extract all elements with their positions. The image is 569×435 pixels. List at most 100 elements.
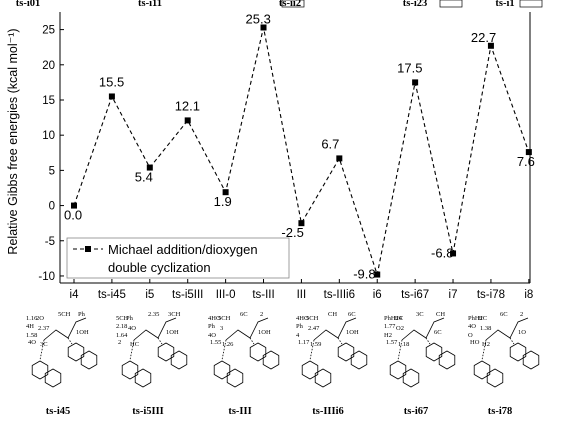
ring-icon xyxy=(509,342,527,362)
data-label: -9.8 xyxy=(353,267,375,282)
atom-label: 6C xyxy=(434,329,442,336)
ring-icon xyxy=(121,360,139,380)
data-label: 22.7 xyxy=(471,30,496,45)
y-tick-label: 20 xyxy=(42,60,55,72)
ring-icon xyxy=(350,350,368,370)
data-label: 15.5 xyxy=(99,74,124,89)
atom-label: 1.26 xyxy=(222,341,234,348)
data-point xyxy=(487,42,494,49)
ring-icon xyxy=(425,342,443,362)
atom-label: 1O xyxy=(518,329,526,336)
top-strip-label-0: ts-i01 xyxy=(16,0,41,9)
atom-label: HC xyxy=(130,341,139,348)
atom-label: 6C xyxy=(348,311,356,318)
atom-label: 5CH xyxy=(116,315,129,322)
legend-label-line-2: double cyclization xyxy=(108,260,211,275)
atom-label: 2.37 xyxy=(38,325,50,332)
atom-label: 4O xyxy=(468,323,476,330)
x-tick-label: III xyxy=(297,289,307,301)
atom-label: 1.58 xyxy=(26,332,37,339)
atom-label: Ph xyxy=(78,311,86,318)
legend-box xyxy=(66,237,290,279)
y-tick-label: -10 xyxy=(38,271,55,283)
atom-label: 1OH xyxy=(258,329,271,336)
ring-icon xyxy=(402,368,420,388)
y-axis-label: Relative Gibbs free energies (kcal mol⁻¹… xyxy=(6,28,20,254)
atom-label: Ph xyxy=(208,323,216,330)
x-tick-label: ts-i5III xyxy=(172,289,203,301)
data-point xyxy=(71,202,77,209)
structure-name: ts-i67 xyxy=(404,406,429,417)
atom-label: 4HO xyxy=(296,315,309,322)
structure-name: ts-i78 xyxy=(488,406,513,417)
y-tick-label: 10 xyxy=(42,130,55,142)
chart-series: 0.015.55.412.11.925.3-2.56.7-9.817.5-6.8… xyxy=(64,11,535,281)
data-point xyxy=(108,93,115,100)
atom-label: 5CH xyxy=(306,315,319,322)
x-tick-label: i8 xyxy=(524,289,533,301)
atom-label: 3C xyxy=(40,341,48,348)
data-label: 7.6 xyxy=(517,154,535,169)
atom-label: 1.59 xyxy=(310,341,321,348)
ring-icon xyxy=(170,350,188,370)
atom-label: 2.35 xyxy=(148,311,159,318)
atom-label: CH xyxy=(436,311,445,318)
ring-icon xyxy=(213,360,231,380)
atom-label: O xyxy=(468,332,473,339)
x-tick-label: i4 xyxy=(70,289,80,301)
ring-icon xyxy=(226,368,244,388)
legend-swatch-marker xyxy=(85,246,91,252)
data-point xyxy=(412,79,419,86)
data-label: 12.1 xyxy=(175,98,200,113)
ring-icon xyxy=(522,350,540,370)
forming-bond-icon xyxy=(397,337,431,361)
structure-name: ts-i5III xyxy=(132,406,164,417)
ring-icon xyxy=(473,360,491,380)
atom-label: Ph xyxy=(126,315,134,322)
ring-icon xyxy=(314,368,332,388)
atom-label: 3C xyxy=(416,311,424,318)
chart-legend: Michael addition/dioxygen double cyclizat… xyxy=(66,237,290,279)
data-label: -6.8 xyxy=(431,245,453,260)
atom-label: HO xyxy=(470,339,480,346)
structure-name: ts-i45 xyxy=(46,406,71,417)
ring-icon xyxy=(157,342,175,362)
x-tick-label: III-0 xyxy=(216,289,236,301)
atom-label: H2 xyxy=(482,341,490,348)
ring-icon xyxy=(301,360,319,380)
data-point xyxy=(222,189,229,196)
data-label: 17.5 xyxy=(397,60,422,75)
data-point xyxy=(146,164,153,171)
atom-label: 4O xyxy=(208,332,216,339)
forming-bond-icon xyxy=(129,337,163,361)
data-point xyxy=(336,155,343,162)
atom-label: 2 xyxy=(118,339,121,346)
atom-label: H4 xyxy=(394,315,403,322)
structure-name: ts-IIIi6 xyxy=(312,406,344,417)
top-strip-label-3: ts-i23 xyxy=(403,0,428,9)
top-strip-ring-icon xyxy=(519,0,543,8)
atom-label: PhH2C xyxy=(384,315,403,322)
atom-label: 4H xyxy=(26,323,34,330)
atom-label: 1.17 xyxy=(298,339,310,346)
atom-label: 4 xyxy=(296,332,300,339)
atom-label: Ph xyxy=(296,323,304,330)
legend-label-line-1: Michael addition/dioxygen xyxy=(108,242,258,257)
atom-label: 4O xyxy=(28,339,36,346)
x-tick-label: i6 xyxy=(373,289,382,301)
ring-icon xyxy=(31,360,49,380)
data-label: 6.7 xyxy=(321,136,339,151)
ring-icon xyxy=(249,342,267,362)
atom-label: O2 xyxy=(396,325,404,332)
forming-bond-icon xyxy=(221,337,255,361)
data-label: -2.5 xyxy=(281,225,303,240)
atom-label: 1OH xyxy=(76,329,89,336)
top-strip-label-4: ts-i1 xyxy=(495,0,514,9)
atom-label: 6C xyxy=(240,311,248,318)
